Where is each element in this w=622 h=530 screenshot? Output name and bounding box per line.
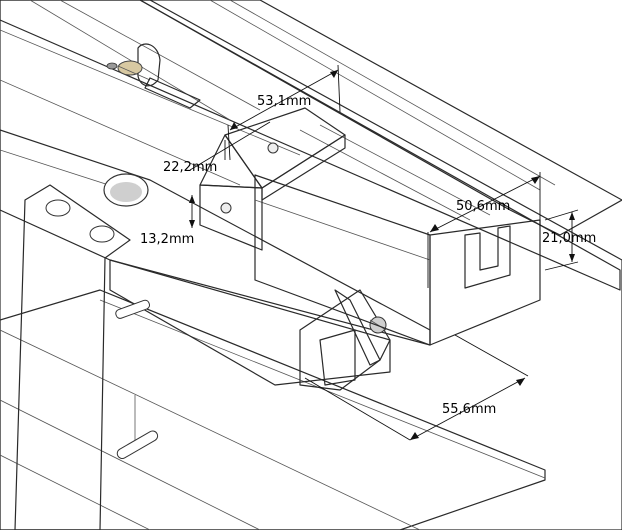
- bracket-hole-top: [267, 142, 279, 154]
- bracket-hole-side: [220, 202, 232, 214]
- strap: [14, 184, 131, 530]
- upper-sheet: [0, 0, 621, 291]
- dimension-foot-width: [304, 334, 529, 441]
- dimension-rail-height: [544, 209, 579, 271]
- dimension-label-bracket-width: 22,2mm: [163, 160, 217, 175]
- dimension-label-rail-width: 50,6mm: [456, 199, 510, 214]
- strap-hole-1: [45, 199, 71, 217]
- dimension-bracket-width: [189, 121, 271, 171]
- dimension-label-rail-height: 21,0mm: [542, 231, 596, 246]
- dimension-bracket-length: [227, 64, 341, 161]
- angle-bracket: [199, 107, 346, 251]
- sheet-slots: [115, 299, 159, 459]
- rail-foot: [299, 289, 391, 391]
- dimension-label-foot-width: 55,6mm: [442, 402, 496, 417]
- strap-hole-2: [89, 225, 115, 243]
- fastener-icon: [117, 60, 143, 76]
- dimension-label-bracket-length: 53,1mm: [257, 94, 311, 109]
- dimension-bracket-height: [189, 195, 195, 228]
- mounting-rail: [139, 0, 622, 346]
- dimension-rail-width: [427, 172, 541, 288]
- dimension-label-bracket-height: 13,2mm: [140, 232, 194, 247]
- support-beam: [0, 129, 431, 386]
